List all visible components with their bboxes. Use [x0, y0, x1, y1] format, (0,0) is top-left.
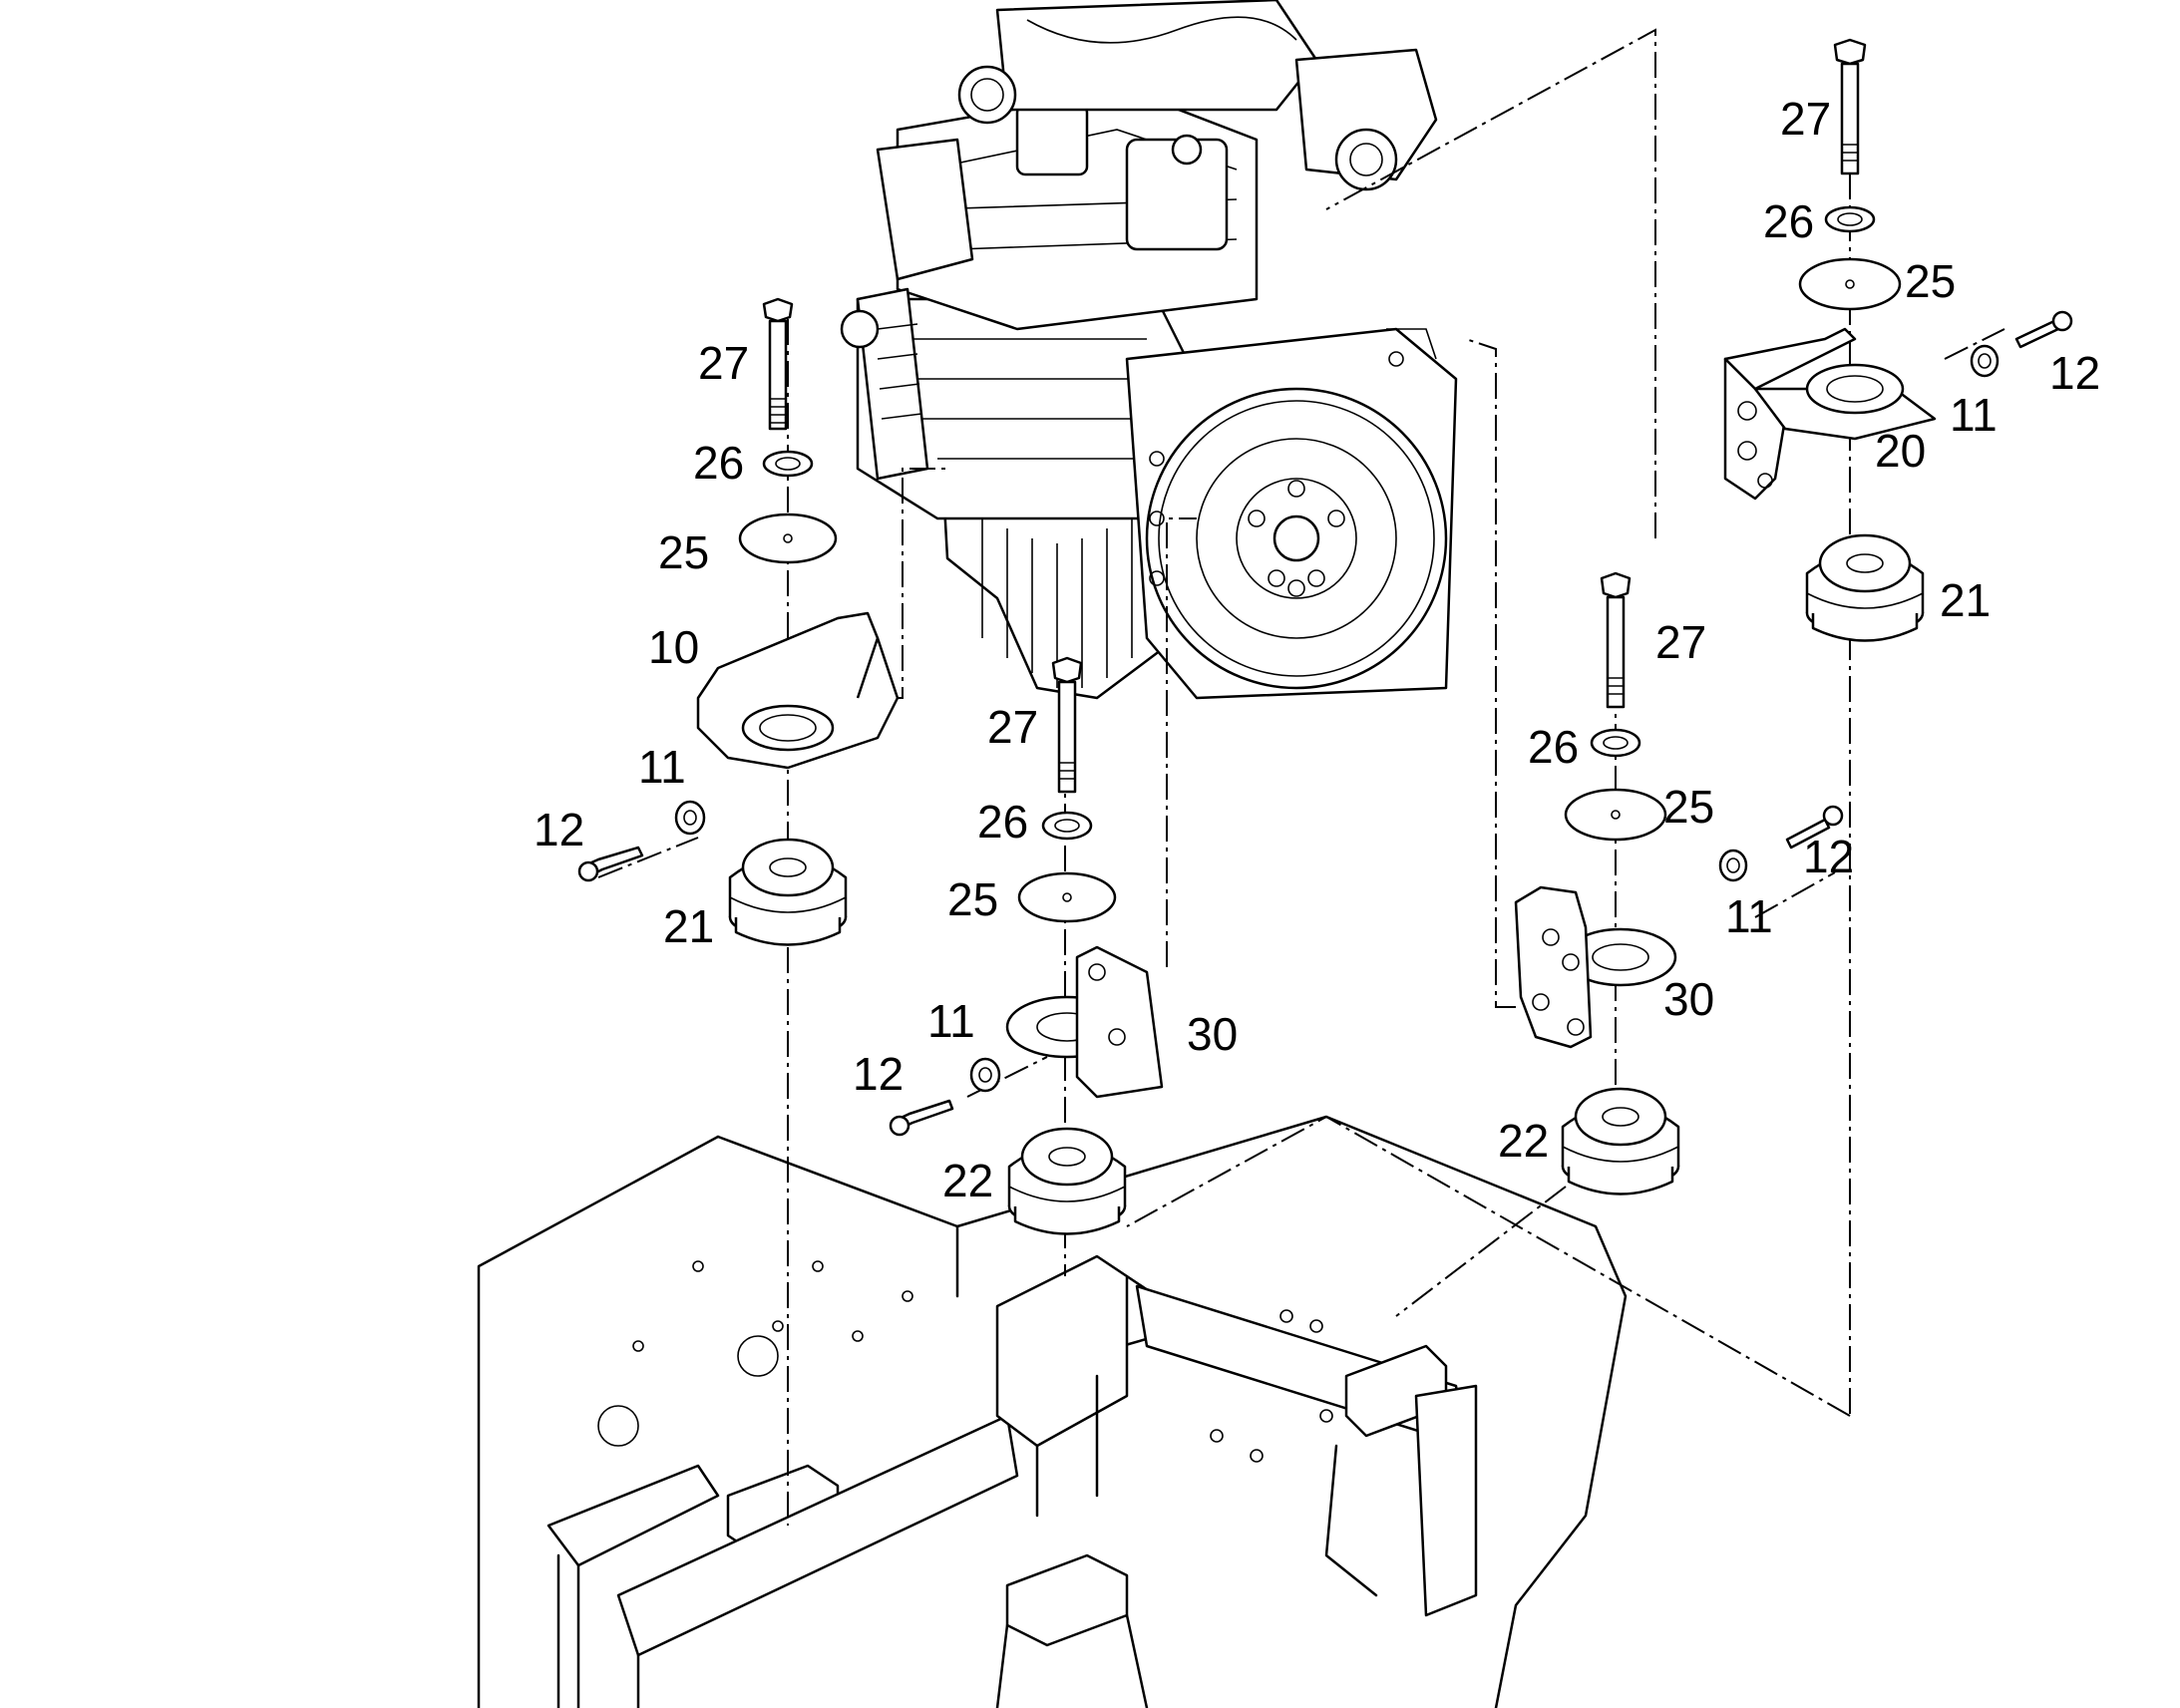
- callout-lf-bracket: 10: [648, 621, 699, 673]
- callout-labels: 27 26 25 10 11 12 21 27 26 25 11 12 30 2…: [534, 93, 2100, 1206]
- callout-c-lockwasher: 26: [977, 796, 1028, 848]
- rr-side-bolt-12: [1785, 805, 1844, 850]
- callout-rf-mount: 21: [1940, 574, 1991, 626]
- right-rear-mount-group: [1514, 571, 1844, 1196]
- callout-lf-side-washer: 11: [638, 741, 686, 793]
- callout-rr-bolt: 27: [1655, 616, 1706, 668]
- callout-c-side-washer: 11: [927, 995, 975, 1047]
- callout-rf-bolt: 27: [1780, 93, 1831, 145]
- right-front-mount-group: [1723, 38, 2073, 642]
- rf-lockwasher-26: [1824, 205, 1876, 233]
- callout-c-bolt: 27: [987, 701, 1038, 753]
- c-side-bolt-12: [889, 1099, 954, 1137]
- rr-washer-25: [1564, 788, 1667, 842]
- c-lockwasher-26: [1041, 811, 1093, 841]
- callout-rf-side-bolt: 12: [2049, 347, 2100, 399]
- rf-washer-25: [1798, 257, 1902, 311]
- callout-c-mount: 22: [942, 1155, 993, 1206]
- callout-rr-side-bolt: 12: [1803, 831, 1854, 882]
- c-side-washer-11: [969, 1057, 1001, 1093]
- c-washer-25: [1017, 871, 1117, 923]
- chassis-frame: [477, 1115, 1628, 1708]
- callout-rr-washer: 25: [1663, 781, 1714, 833]
- lf-side-bolt-12: [577, 846, 644, 882]
- callout-lf-lockwasher: 26: [693, 437, 744, 489]
- callout-rf-washer: 25: [1905, 255, 1956, 307]
- lf-side-washer-11: [674, 800, 706, 836]
- rr-bolt-27: [1600, 571, 1632, 709]
- callout-c-bracket: 30: [1187, 1008, 1238, 1060]
- callout-rf-lockwasher: 26: [1763, 195, 1814, 247]
- rf-bracket-20: [1723, 327, 1937, 501]
- callout-rr-mount: 22: [1498, 1115, 1549, 1167]
- callout-lf-bolt: 27: [698, 337, 749, 389]
- lf-bolt-27: [762, 297, 794, 431]
- callout-lf-washer: 25: [658, 526, 709, 578]
- engine-assembly: [840, 0, 1458, 700]
- lf-bracket-10: [696, 611, 900, 770]
- callout-rr-side-washer: 11: [1725, 890, 1773, 942]
- left-front-mount-group: [577, 297, 900, 946]
- c-bracket-30: [1005, 945, 1164, 1099]
- callout-rr-bracket: 30: [1663, 973, 1714, 1025]
- rr-mount-22: [1561, 1087, 1680, 1196]
- callout-rr-lockwasher: 26: [1528, 721, 1579, 773]
- assembly-guide-lines: [597, 28, 2005, 1526]
- callout-c-washer: 25: [947, 873, 998, 925]
- c-bolt-27: [1051, 656, 1083, 794]
- callout-rf-side-washer: 11: [1950, 389, 1998, 441]
- rr-side-washer-11: [1718, 849, 1748, 882]
- c-mount-22: [1007, 1127, 1127, 1235]
- lf-washer-25: [738, 512, 838, 564]
- callout-lf-side-bolt: 12: [534, 804, 584, 855]
- lf-lockwasher-26: [762, 450, 814, 478]
- callout-c-side-bolt: 12: [853, 1048, 904, 1100]
- rf-side-washer-11: [1970, 344, 1999, 378]
- callout-rf-bracket: 20: [1875, 425, 1926, 477]
- rr-lockwasher-26: [1590, 728, 1641, 758]
- rf-side-bolt-12: [2014, 310, 2073, 349]
- center-mount-group: [889, 656, 1164, 1235]
- callout-lf-mount: 21: [663, 900, 714, 952]
- lf-mount-21: [728, 838, 848, 946]
- rf-mount-21: [1805, 533, 1925, 642]
- rr-bracket-30: [1514, 885, 1677, 1049]
- rf-bolt-27: [1833, 38, 1867, 175]
